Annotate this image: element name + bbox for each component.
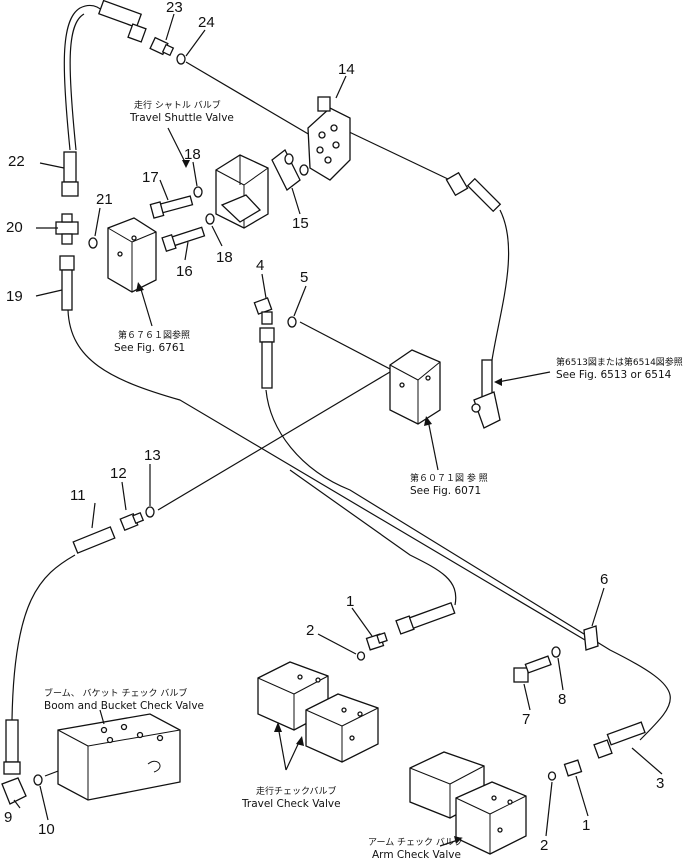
tee-fitting-20 bbox=[55, 213, 79, 245]
washer-18-upper bbox=[193, 186, 203, 198]
shuttle-valve-14 bbox=[307, 96, 351, 181]
label-fig6071-en: See Fig. 6071 bbox=[410, 485, 481, 497]
callout-1-lower: 1 bbox=[582, 817, 590, 834]
hose-end-right bbox=[445, 171, 502, 429]
o-ring-2-lower bbox=[547, 771, 557, 781]
callout-8: 8 bbox=[558, 691, 566, 708]
callout-2-lower: 2 bbox=[540, 837, 548, 854]
hose-end-top bbox=[97, 0, 147, 43]
label-fig6761-en: See Fig. 6761 bbox=[114, 342, 185, 354]
callout-19: 19 bbox=[6, 288, 23, 305]
line-4-3 bbox=[265, 389, 671, 741]
bolt-16 bbox=[161, 226, 206, 253]
o-ring-10 bbox=[33, 774, 43, 786]
o-ring-5 bbox=[287, 316, 297, 328]
clamp-6 bbox=[583, 625, 599, 651]
callout-20: 20 bbox=[6, 219, 23, 236]
label-travel-check-jp: 走行チェックバルブ bbox=[256, 785, 337, 797]
callout-9: 9 bbox=[4, 809, 12, 826]
callout-17: 17 bbox=[142, 169, 159, 186]
label-travel-check-en: Travel Check Valve bbox=[241, 798, 341, 810]
bolt-7 bbox=[513, 655, 552, 683]
elbow-9 bbox=[1, 719, 27, 805]
callout-23: 23 bbox=[166, 0, 183, 16]
callout-13: 13 bbox=[144, 447, 161, 464]
line-1-upper bbox=[289, 469, 457, 606]
o-ring-24 bbox=[176, 53, 186, 65]
travel-shuttle-valve-block bbox=[215, 154, 269, 229]
callout-numbers: 23 24 14 22 20 21 19 18 17 16 18 15 4 5 … bbox=[4, 0, 664, 854]
elbow-4 bbox=[253, 297, 273, 325]
o-ring-13 bbox=[145, 506, 155, 518]
label-travel-shuttle-en: Travel Shuttle Valve bbox=[129, 112, 234, 124]
callout-18-upper: 18 bbox=[184, 146, 201, 163]
label-arm-check-en: Arm Check Valve bbox=[372, 849, 461, 861]
label-fig6071-jp: 第６０７１図 参 照 bbox=[410, 472, 488, 484]
label-fig6761-jp: 第６７６１図参照 bbox=[118, 329, 190, 341]
line-5-6071 bbox=[299, 321, 393, 371]
valve-6071 bbox=[389, 349, 441, 425]
callout-7: 7 bbox=[522, 711, 530, 728]
valve-block-6761 bbox=[107, 217, 157, 293]
label-boom-en: Boom and Bucket Check Valve bbox=[44, 700, 204, 712]
boom-bucket-check-valve bbox=[57, 713, 181, 801]
callout-6: 6 bbox=[600, 571, 608, 588]
line-6071-13 bbox=[157, 371, 391, 511]
line-14-right bbox=[344, 129, 451, 181]
fitting-12 bbox=[119, 511, 145, 532]
reference-labels: 走行 シャトル バルブ Travel Shuttle Valve 第６７６１図参… bbox=[44, 99, 683, 861]
callout-18-lower: 18 bbox=[216, 249, 233, 266]
callout-3: 3 bbox=[656, 775, 664, 792]
label-travel-shuttle-jp: 走行 シャトル バルブ bbox=[134, 99, 221, 111]
parts bbox=[1, 0, 646, 855]
hose-end-19 bbox=[59, 255, 75, 311]
callout-16: 16 bbox=[176, 263, 193, 280]
callout-1-upper: 1 bbox=[346, 593, 354, 610]
callout-15: 15 bbox=[292, 215, 309, 232]
line-19-6 bbox=[67, 309, 586, 641]
travel-check-valve bbox=[257, 661, 379, 763]
callout-12: 12 bbox=[110, 465, 127, 482]
o-ring-2-upper bbox=[356, 651, 366, 661]
callout-4: 4 bbox=[256, 257, 264, 274]
washer-8 bbox=[551, 646, 561, 658]
plate-15 bbox=[271, 149, 309, 191]
callout-24: 24 bbox=[198, 14, 215, 31]
fitting-23 bbox=[149, 36, 175, 57]
hose-end-upper-1 bbox=[395, 601, 456, 635]
callout-14: 14 bbox=[338, 61, 355, 78]
callout-21: 21 bbox=[96, 191, 113, 208]
line-24-14 bbox=[185, 61, 311, 136]
fitting-1-upper bbox=[365, 632, 388, 651]
hose-end-22 bbox=[61, 151, 79, 197]
label-boom-jp: ブーム、 バケット チェック バルブ bbox=[44, 687, 187, 699]
washer-18-lower bbox=[205, 213, 215, 225]
hose-routing bbox=[11, 4, 671, 777]
bolt-17 bbox=[149, 195, 194, 219]
fitting-1-lower bbox=[563, 759, 583, 777]
hose-right-down bbox=[491, 209, 510, 361]
callout-10: 10 bbox=[38, 821, 55, 838]
callout-5: 5 bbox=[300, 269, 308, 286]
o-ring-21 bbox=[88, 237, 98, 249]
leader-lines bbox=[13, 13, 663, 847]
hose-end-11 bbox=[72, 526, 116, 554]
callout-2-upper: 2 bbox=[306, 622, 314, 639]
label-fig6513-en: See Fig. 6513 or 6514 bbox=[556, 369, 672, 381]
hose-22-23 bbox=[63, 4, 105, 151]
hose-end-3 bbox=[593, 721, 646, 759]
hose-22-23-inner bbox=[69, 13, 85, 151]
callout-22: 22 bbox=[8, 153, 25, 170]
label-arm-check-jp: アーム チェック バルブ bbox=[368, 836, 463, 848]
hose-11-9 bbox=[11, 554, 76, 721]
callout-11: 11 bbox=[70, 487, 86, 504]
label-fig6513-jp: 第6513図または第6514図参照 bbox=[556, 356, 683, 368]
hose-end-4 bbox=[259, 327, 275, 389]
arm-check-valve bbox=[409, 751, 527, 855]
